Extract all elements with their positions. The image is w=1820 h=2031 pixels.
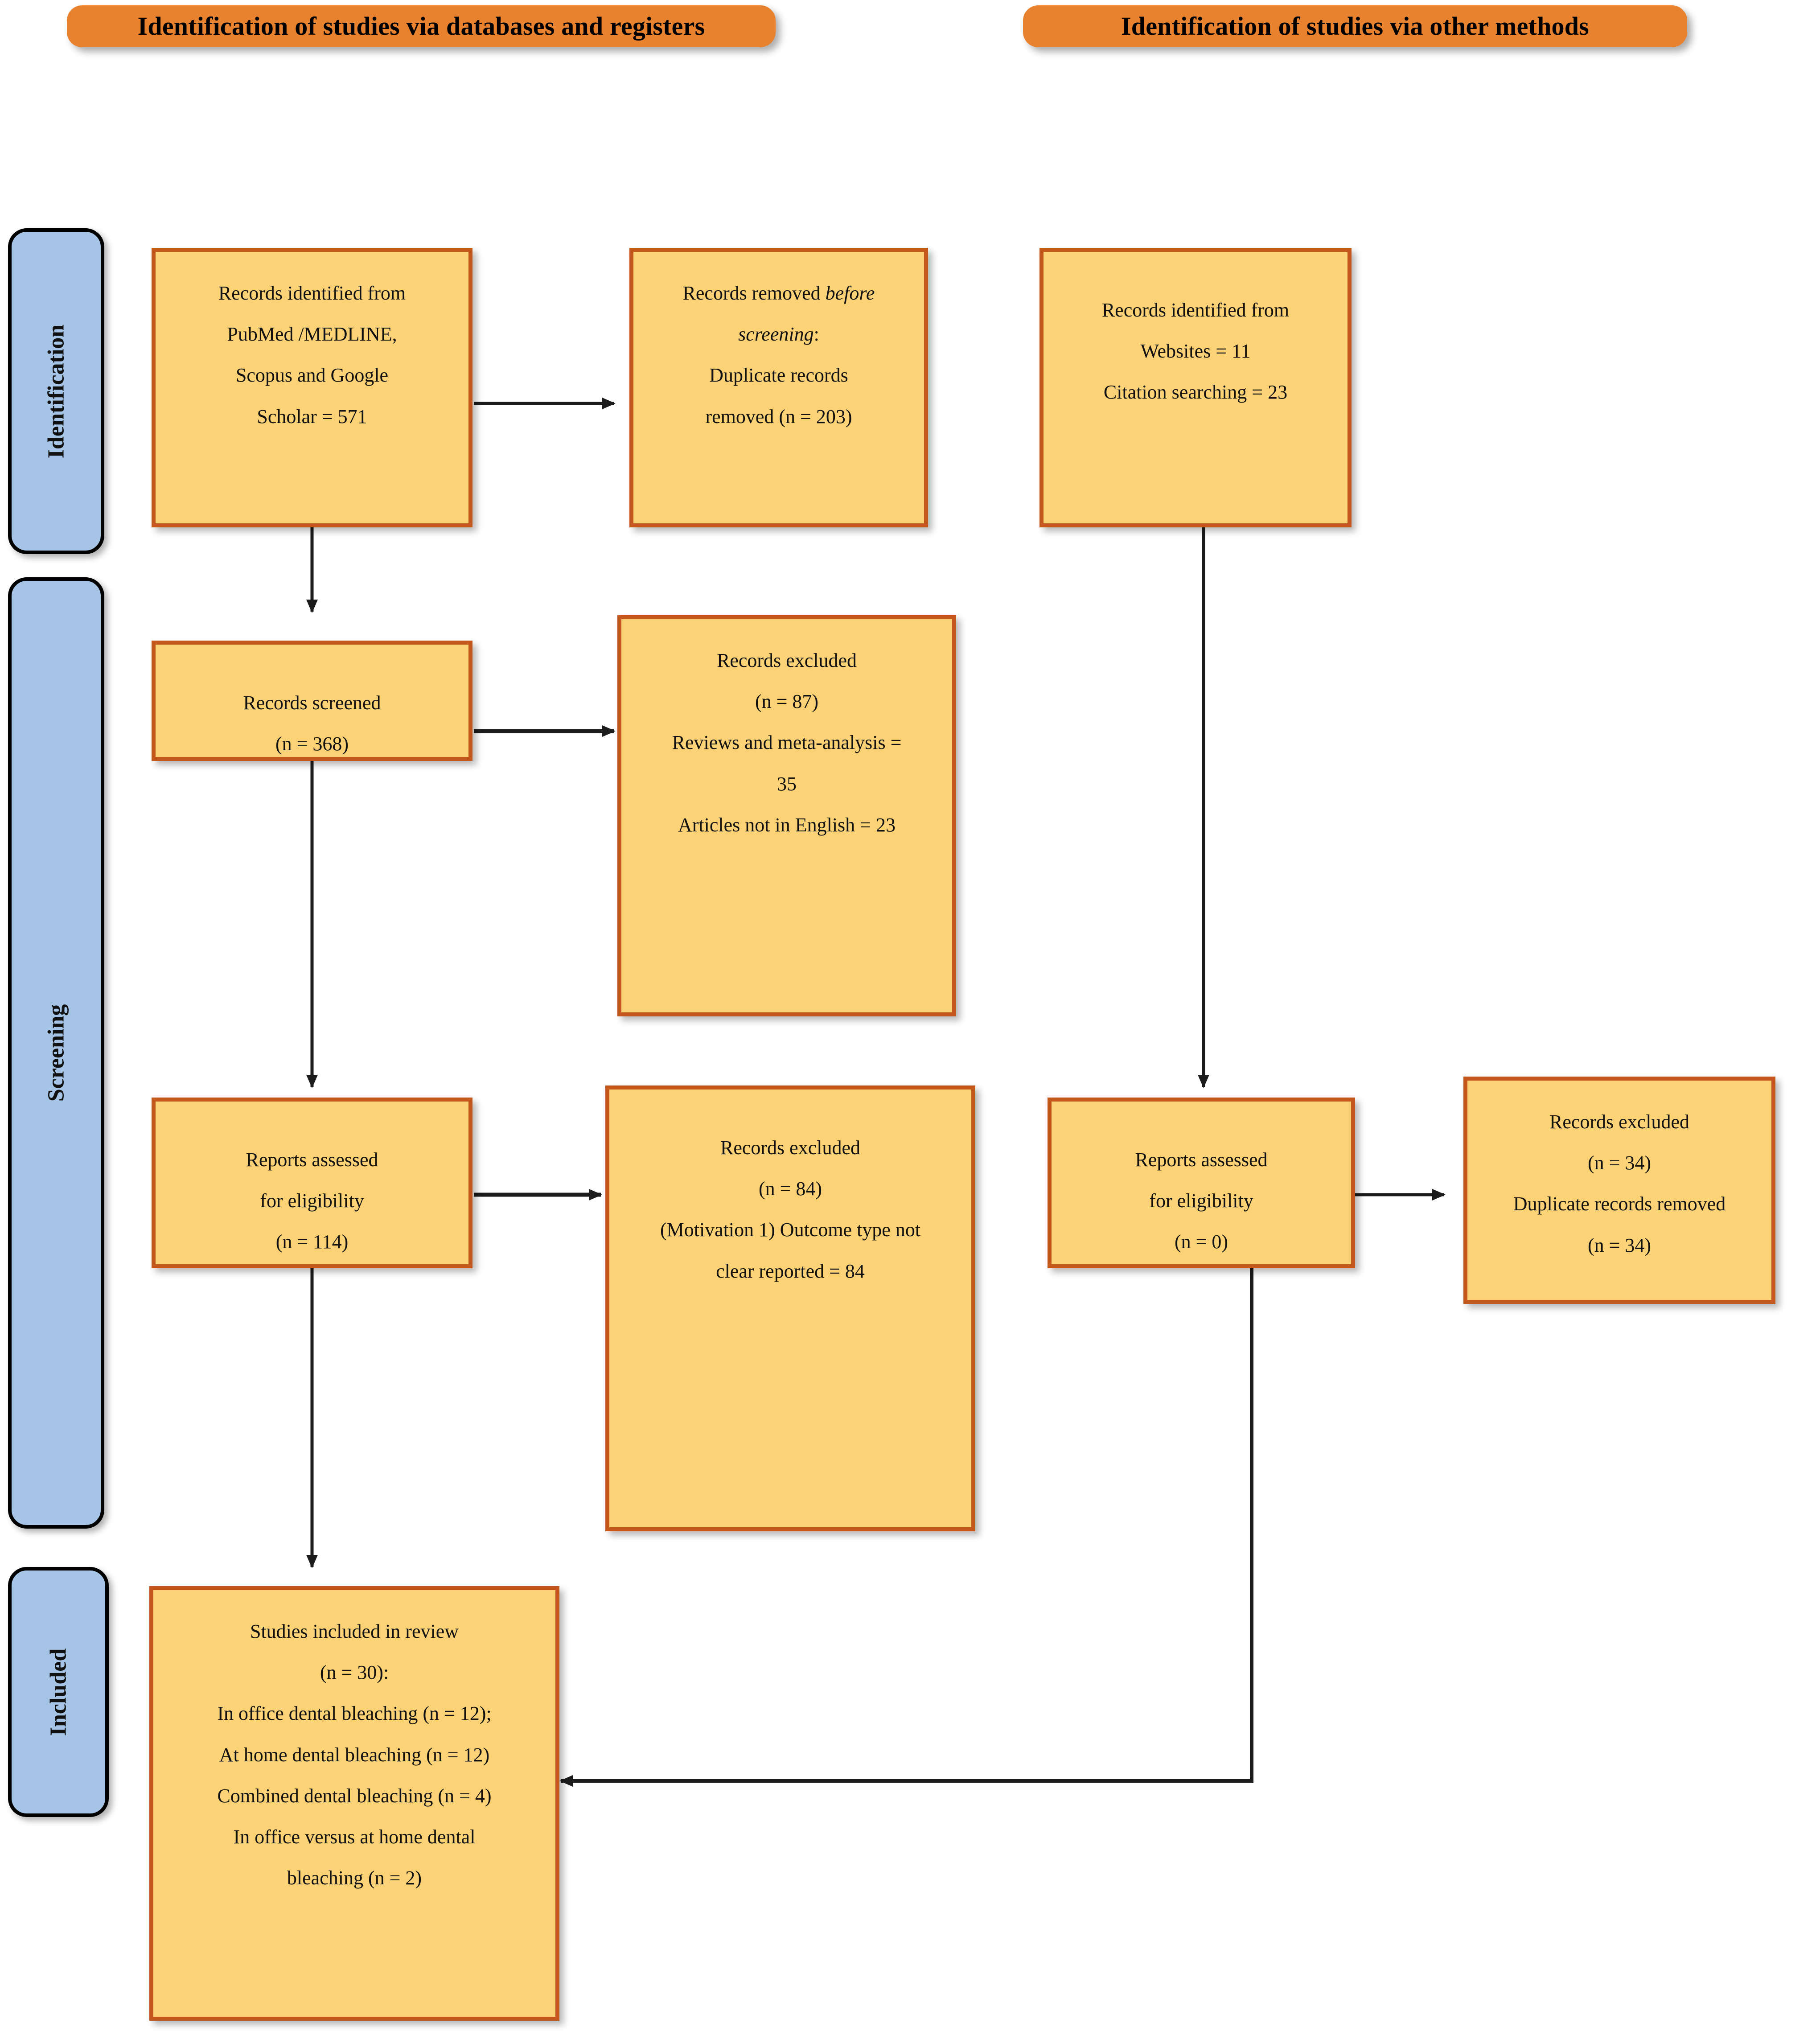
box-line: (Motivation 1) Outcome type not xyxy=(660,1219,921,1241)
box-line: Records screened xyxy=(243,692,381,714)
header-databases-registers: Identification of studies via databases … xyxy=(67,5,776,47)
box-line: Records excluded xyxy=(720,1137,860,1159)
box-line: Scopus and Google xyxy=(235,364,389,386)
header-other-methods-label: Identification of studies via other meth… xyxy=(1121,12,1589,41)
stage-identification: Identification xyxy=(8,228,104,554)
box-line: Duplicate records removed xyxy=(1513,1193,1726,1215)
stage-included-label: Included xyxy=(45,1648,71,1736)
box-records-removed-before-screening: Records removed before screening: Duplic… xyxy=(629,248,928,527)
box-reports-assessed-databases: Reports assessed for eligibility (n = 11… xyxy=(152,1098,472,1268)
box-line: Combined dental bleaching (n = 4) xyxy=(217,1784,492,1807)
box-records-excluded-eligibility: Records excluded (n = 84) (Motivation 1)… xyxy=(605,1085,975,1531)
header-databases-registers-label: Identification of studies via databases … xyxy=(137,12,705,41)
box-line: Records identified from xyxy=(1101,299,1290,321)
box-line: In office dental bleaching (n = 12); xyxy=(217,1702,492,1725)
box-records-screened: Records screened (n = 368) xyxy=(152,641,472,761)
box-line: Reports assessed xyxy=(1135,1149,1268,1171)
box-line: (n = 34) xyxy=(1587,1234,1652,1256)
box-line: Duplicate records xyxy=(709,364,848,386)
box-line: bleaching (n = 2) xyxy=(287,1867,422,1889)
stage-included: Included xyxy=(8,1567,109,1817)
box-line: (n = 87) xyxy=(755,691,819,713)
stage-screening-label: Screening xyxy=(43,1004,69,1102)
box-line: Records excluded xyxy=(1549,1111,1689,1133)
box-line: Scholar = 571 xyxy=(257,405,367,428)
box-line: Reports assessed xyxy=(246,1149,378,1171)
box-records-excluded-screening: Records excluded (n = 87) Reviews and me… xyxy=(617,615,956,1016)
box-line: At home dental bleaching (n = 12) xyxy=(219,1743,490,1766)
header-other-methods: Identification of studies via other meth… xyxy=(1023,5,1687,47)
box-line: Records removed before xyxy=(682,282,875,304)
box-line: Articles not in English = 23 xyxy=(678,814,896,836)
box-line: (n = 368) xyxy=(275,733,349,755)
box-line: (n = 30): xyxy=(320,1661,389,1684)
box-line: for eligibility xyxy=(1149,1190,1253,1212)
box-studies-included: Studies included in review (n = 30): In … xyxy=(149,1586,559,2021)
box-line: PubMed /MEDLINE, xyxy=(227,323,397,345)
box-line: for eligibility xyxy=(260,1190,364,1212)
box-line: (n = 84) xyxy=(758,1178,822,1200)
box-line: removed (n = 203) xyxy=(705,405,852,428)
box-records-identified-other-methods: Records identified from Websites = 11 Ci… xyxy=(1039,248,1352,527)
box-records-identified-databases: Records identified from PubMed /MEDLINE,… xyxy=(152,248,472,527)
box-line: Reviews and meta-analysis = xyxy=(672,732,902,754)
box-line: In office versus at home dental xyxy=(233,1825,476,1848)
box-records-excluded-other-methods: Records excluded (n = 34) Duplicate reco… xyxy=(1463,1077,1775,1304)
box-line: Records excluded xyxy=(717,650,857,671)
box-line: Studies included in review xyxy=(250,1620,459,1642)
box-line: 35 xyxy=(777,773,797,795)
box-line: (n = 114) xyxy=(275,1231,349,1253)
box-reports-assessed-other-methods: Reports assessed for eligibility (n = 0) xyxy=(1048,1098,1355,1268)
box-line: Websites = 11 xyxy=(1140,340,1251,362)
box-line: Citation searching = 23 xyxy=(1103,381,1288,403)
stage-screening: Screening xyxy=(8,577,104,1529)
box-line: Records identified from xyxy=(218,282,406,304)
box-line: screening: xyxy=(738,323,819,345)
box-line: (n = 0) xyxy=(1174,1231,1228,1253)
stage-identification-label: Identification xyxy=(43,324,69,458)
box-line: clear reported = 84 xyxy=(716,1260,865,1282)
box-line: (n = 34) xyxy=(1587,1152,1652,1174)
